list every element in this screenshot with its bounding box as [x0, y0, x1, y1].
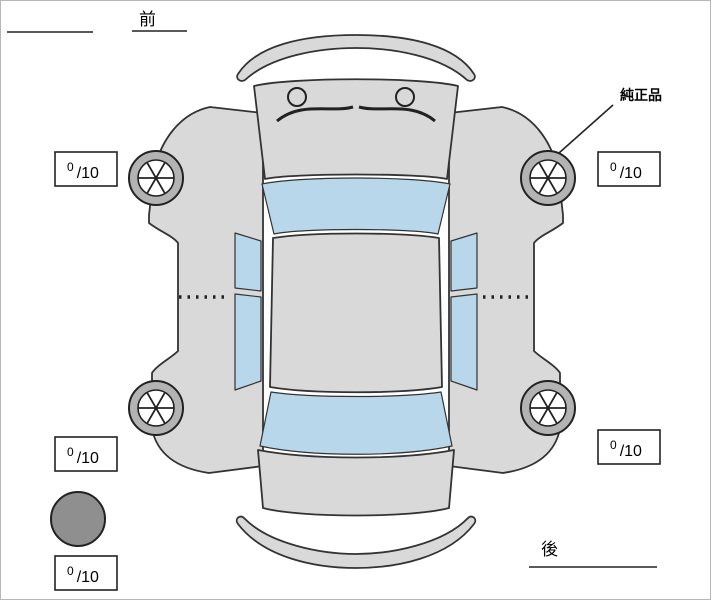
svg-text:0/10: 0/10	[610, 160, 642, 182]
trunk-panel	[257, 449, 455, 517]
right-rear-door-window	[450, 293, 478, 391]
tread-scale-rear-right: /10	[620, 443, 642, 460]
left-front-door-window	[234, 232, 262, 292]
wheel-front-left-icon[interactable]	[128, 150, 184, 206]
tread-box-rear-left[interactable]: 0/10	[54, 436, 118, 472]
tread-value-front-right: 0	[610, 160, 617, 174]
windshield-glass	[261, 177, 451, 235]
tread-value-rear-right: 0	[610, 438, 617, 452]
genuine-part-label: 純正品	[620, 87, 662, 103]
wiper-left-icon	[276, 105, 354, 123]
tread-scale-spare: /10	[77, 569, 99, 586]
car-windows	[234, 177, 478, 455]
svg-text:0/10: 0/10	[67, 445, 99, 467]
tread-box-spare[interactable]: 0/10	[54, 555, 118, 591]
rear-label: 後	[541, 540, 558, 559]
tread-value-spare: 0	[67, 564, 74, 578]
spare-tire-icon[interactable]	[50, 491, 106, 547]
svg-text:0/10: 0/10	[67, 564, 99, 586]
right-front-door-window	[450, 232, 478, 292]
washer-nozzle-right	[395, 87, 415, 107]
tread-box-rear-right[interactable]: 0/10	[597, 429, 661, 465]
svg-text:0/10: 0/10	[610, 438, 642, 460]
tread-value-front-left: 0	[67, 160, 74, 174]
car-body-panels	[148, 34, 564, 569]
front-label: 前	[139, 10, 156, 29]
tread-value-rear-left: 0	[67, 445, 74, 459]
washer-nozzle-left	[287, 87, 307, 107]
wheel-rear-left-icon[interactable]	[128, 380, 184, 436]
rear-bumper	[235, 515, 477, 569]
wheel-rear-right-icon[interactable]	[520, 380, 576, 436]
rear-window-glass	[259, 391, 453, 455]
hood-panel	[253, 78, 459, 180]
genuine-part-pointer-line	[558, 104, 614, 154]
tread-scale-front-right: /10	[620, 165, 642, 182]
wheel-front-right-icon[interactable]	[520, 150, 576, 206]
left-rear-door-window	[234, 293, 262, 391]
wiper-right-icon	[358, 105, 436, 123]
svg-text:0/10: 0/10	[67, 160, 99, 182]
tread-scale-front-left: /10	[77, 165, 99, 182]
roof-panel	[269, 232, 443, 394]
tread-box-front-left[interactable]: 0/10	[54, 151, 118, 187]
front-bumper	[236, 34, 476, 82]
tread-scale-rear-left: /10	[77, 450, 99, 467]
tread-box-front-right[interactable]: 0/10	[597, 151, 661, 187]
